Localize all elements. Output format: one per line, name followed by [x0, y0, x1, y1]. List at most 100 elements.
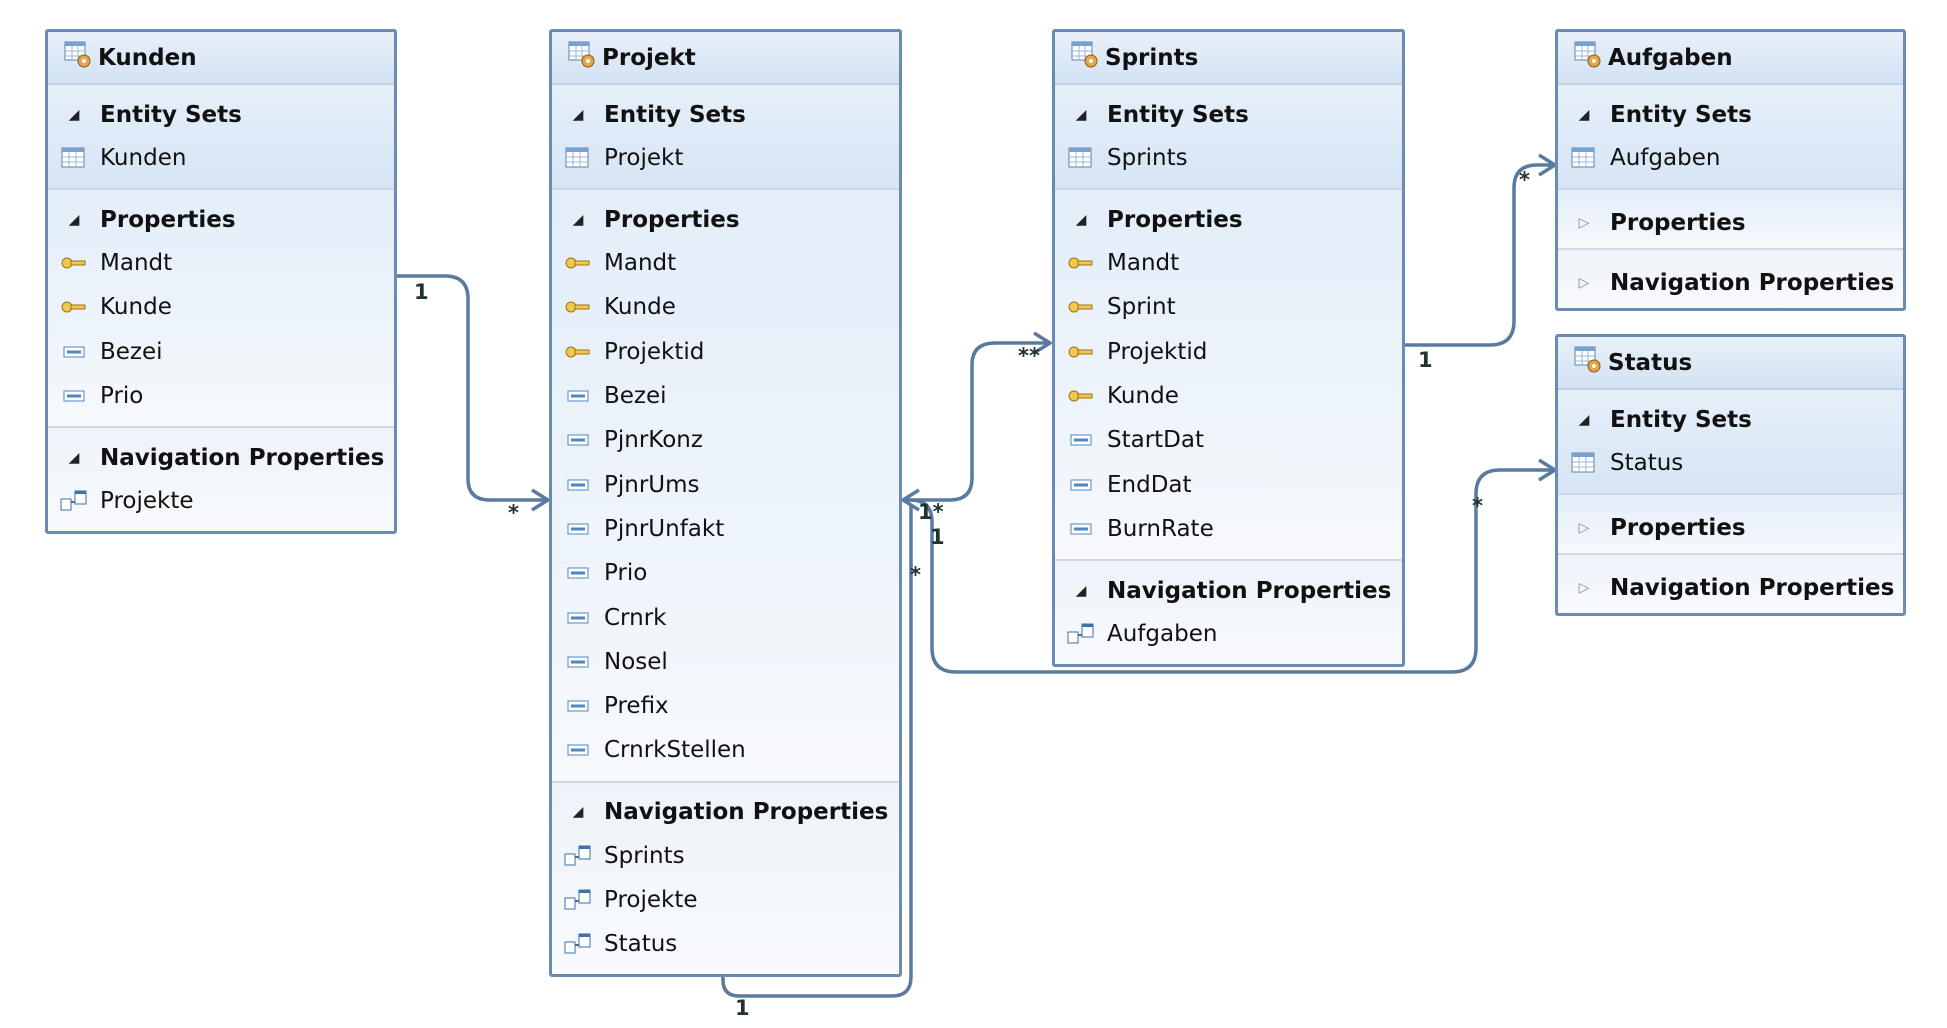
assoc-projekt-sprints [903, 341, 1050, 502]
multiplicity-label: ** [1018, 344, 1040, 368]
entity-set-row[interactable]: Sprints [1055, 136, 1402, 180]
section-header[interactable]: ◢Properties [48, 190, 394, 241]
entity-title[interactable]: Status [1558, 337, 1903, 390]
property-row[interactable]: Prefix [552, 684, 899, 728]
property-row[interactable]: Bezei [552, 374, 899, 418]
entity-sprints[interactable]: Sprints ◢Entity Sets Sprints ◢Properties… [1052, 29, 1405, 668]
collapsed-triangle-icon[interactable]: ▷ [1578, 520, 1590, 536]
navigation-property-row[interactable]: Sprints [552, 834, 899, 878]
property-name: Prio [100, 383, 144, 410]
property-name: Kunde [604, 294, 676, 321]
property-row[interactable]: Nosel [552, 640, 899, 684]
entity-kunden[interactable]: Kunden ◢Entity Sets Kunden ◢Properties M… [45, 29, 397, 535]
property-name: Projektid [604, 338, 705, 365]
entity-status[interactable]: Status ◢Entity Sets Status ▷ Properties ▷… [1555, 334, 1906, 616]
section-header[interactable]: ◢Entity Sets [1558, 390, 1903, 441]
property-name: EndDat [1107, 471, 1192, 498]
entity-set-row[interactable]: Aufgaben [1558, 136, 1903, 180]
entity-title[interactable]: Sprints [1055, 32, 1402, 85]
expanded-triangle-icon[interactable]: ◢ [1578, 106, 1590, 123]
entity-set-icon [48, 147, 100, 169]
entity-title-text: Kunden [98, 44, 197, 71]
entity-projekt[interactable]: Projekt ◢Entity Sets Projekt ◢Properties… [549, 29, 902, 977]
expanded-triangle-icon[interactable]: ◢ [572, 804, 584, 821]
navigation-property-row[interactable]: Status [552, 922, 899, 966]
property-row[interactable]: Kunde [1055, 374, 1402, 418]
properties-section: ▷ Properties [1558, 190, 1903, 250]
navigation-properties-section: ▷Navigation Properties [1558, 250, 1903, 308]
section-header[interactable]: ▷ Properties [1558, 190, 1903, 248]
expanded-triangle-icon[interactable]: ◢ [68, 449, 80, 466]
property-row[interactable]: PjnrUms [552, 462, 899, 506]
collapsed-triangle-icon[interactable]: ▷ [1578, 215, 1590, 231]
entity-set-name: Projekt [604, 145, 684, 171]
navigation-properties-section: ◢ Navigation Properties Projekte [48, 428, 394, 532]
expanded-triangle-icon[interactable]: ◢ [1075, 106, 1087, 123]
navigation-property-row[interactable]: Projekte [552, 878, 899, 922]
property-row[interactable]: PjnrUnfakt [552, 507, 899, 551]
property-row[interactable]: Sprint [1055, 285, 1402, 329]
expanded-triangle-icon[interactable]: ◢ [68, 211, 80, 228]
expanded-triangle-icon[interactable]: ◢ [1578, 411, 1590, 428]
property-row[interactable]: Bezei [48, 330, 394, 374]
property-row[interactable]: Projektid [552, 330, 899, 374]
multiplicity-label: * [1519, 168, 1530, 192]
property-row[interactable]: Prio [48, 374, 394, 418]
property-row[interactable]: Prio [552, 551, 899, 595]
property-row[interactable]: Mandt [552, 241, 899, 285]
expanded-triangle-icon[interactable]: ◢ [1075, 582, 1087, 599]
property-icon [552, 656, 604, 668]
property-row[interactable]: EndDat [1055, 462, 1402, 506]
expanded-triangle-icon[interactable]: ◢ [68, 106, 80, 123]
entity-title[interactable]: Kunden [48, 32, 394, 85]
entity-set-row[interactable]: Projekt [552, 136, 899, 180]
section-header[interactable]: ◢Entity Sets [552, 85, 899, 136]
property-row[interactable]: StartDat [1055, 418, 1402, 462]
property-row[interactable]: Kunde [48, 285, 394, 329]
property-icon [552, 523, 604, 535]
section-header[interactable]: ◢Navigation Properties [552, 783, 899, 834]
property-row[interactable]: CrnrkStellen [552, 728, 899, 772]
property-name: Crnrk [604, 604, 667, 631]
property-row[interactable]: Crnrk [552, 595, 899, 639]
expanded-triangle-icon[interactable]: ◢ [572, 106, 584, 123]
navigation-property-row[interactable]: Projekte [48, 479, 394, 523]
entity-sets-section: ◢Entity Sets Projekt [552, 85, 899, 190]
entity-title-text: Aufgaben [1608, 44, 1733, 71]
section-header[interactable]: ◢Navigation Properties [1055, 561, 1402, 612]
property-icon [552, 700, 604, 712]
section-header[interactable]: ◢Entity Sets [1055, 85, 1402, 136]
property-row[interactable]: Projektid [1055, 330, 1402, 374]
section-header[interactable]: ◢Entity Sets [1558, 85, 1903, 136]
section-label: Properties [1610, 515, 1746, 541]
section-header[interactable]: ◢Properties [552, 190, 899, 241]
expanded-triangle-icon[interactable]: ◢ [572, 211, 584, 228]
section-header[interactable]: ▷Navigation Properties [1558, 555, 1903, 613]
navigation-property-icon [1055, 623, 1107, 645]
collapsed-triangle-icon[interactable]: ▷ [1578, 580, 1590, 596]
property-row[interactable]: Mandt [1055, 241, 1402, 285]
section-header[interactable]: ◢ Navigation Properties [48, 428, 394, 479]
collapsed-triangle-icon[interactable]: ▷ [1578, 275, 1590, 291]
navigation-property-row[interactable]: Aufgaben [1055, 612, 1402, 656]
section-header[interactable]: ◢Properties [1055, 190, 1402, 241]
section-header[interactable]: ◢Entity Sets [48, 85, 394, 136]
entity-aufgaben[interactable]: Aufgaben ◢Entity Sets Aufgaben ▷ Properti… [1555, 29, 1906, 311]
entity-title[interactable]: Projekt [552, 32, 899, 85]
key-icon [48, 256, 100, 270]
navigation-property-name: Projekte [604, 886, 698, 913]
entity-title[interactable]: Aufgaben [1558, 32, 1903, 85]
expanded-triangle-icon[interactable]: ◢ [1075, 211, 1087, 228]
section-label: Navigation Properties [100, 444, 385, 471]
section-header[interactable]: ▷ Properties [1558, 495, 1903, 553]
property-row[interactable]: Mandt [48, 241, 394, 285]
property-name: Mandt [100, 250, 173, 277]
entity-set-row[interactable]: Status [1558, 441, 1903, 485]
property-row[interactable]: BurnRate [1055, 507, 1402, 551]
property-row[interactable]: PjnrKonz [552, 418, 899, 462]
entity-type-icon [1574, 346, 1602, 380]
property-row[interactable]: Kunde [552, 285, 899, 329]
section-header[interactable]: ▷Navigation Properties [1558, 250, 1903, 308]
entity-set-row[interactable]: Kunden [48, 136, 394, 180]
section-label: Properties [1610, 210, 1746, 236]
